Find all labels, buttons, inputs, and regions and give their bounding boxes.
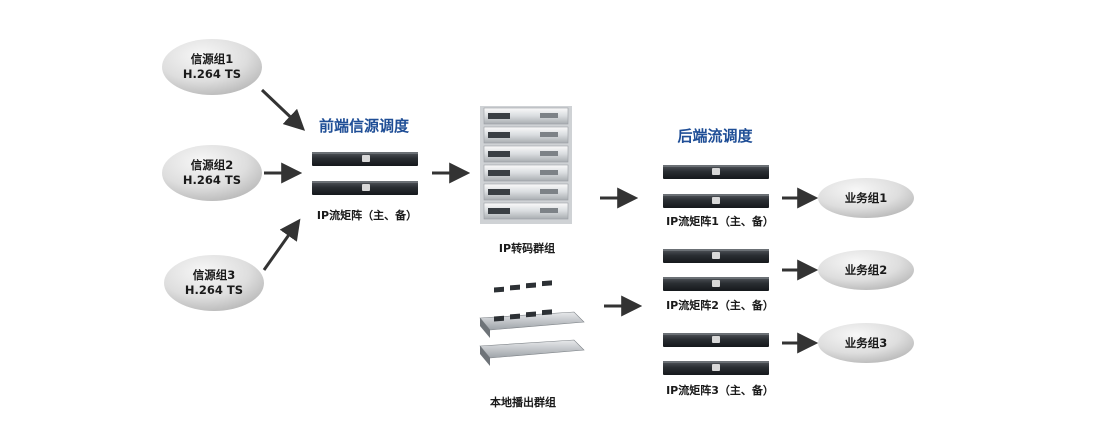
source-group-3: 信源组3 H.264 TS <box>164 255 264 311</box>
transcode-server-stack <box>480 106 572 224</box>
source-group-1-name: 信源组1 <box>191 52 234 66</box>
back-end-heading: 后端流调度 <box>677 127 753 145</box>
back-matrix-2-primary-server <box>663 249 769 263</box>
service-group-2-name: 业务组2 <box>845 263 888 277</box>
source-group-2-name: 信源组2 <box>191 158 234 172</box>
front-end-heading: 前端信源调度 <box>319 117 410 135</box>
playout-server-2 <box>479 309 585 366</box>
back-matrix-1-caption: IP流矩阵1（主、备） <box>666 214 774 228</box>
service-group-3-name: 业务组3 <box>845 336 888 350</box>
source-group-3-format: H.264 TS <box>185 283 243 297</box>
front-matrix-backup-server <box>312 181 418 195</box>
source-group-2: 信源组2 H.264 TS <box>162 145 262 201</box>
arrow-source1-to-front <box>260 88 306 131</box>
source-group-3-name: 信源组3 <box>193 268 236 282</box>
arrow-source3-to-front <box>262 218 301 271</box>
service-group-1-name: 业务组1 <box>845 191 888 205</box>
service-group-1: 业务组1 <box>818 178 914 218</box>
back-matrix-1-primary-server <box>663 165 769 179</box>
back-matrix-3-primary-server <box>663 333 769 347</box>
back-matrix-3-caption: IP流矩阵3（主、备） <box>666 383 774 397</box>
front-matrix-primary-server <box>312 152 418 166</box>
back-matrix-1-backup-server <box>663 194 769 208</box>
transcode-caption: IP转码群组 <box>499 241 555 255</box>
back-matrix-2-caption: IP流矩阵2（主、备） <box>666 298 774 312</box>
source-group-2-format: H.264 TS <box>183 173 241 187</box>
front-matrix-caption: IP流矩阵（主、备） <box>317 208 417 222</box>
playout-caption: 本地播出群组 <box>490 395 556 409</box>
back-matrix-3-backup-server <box>663 361 769 375</box>
playout-server-1 <box>479 280 585 338</box>
source-group-1: 信源组1 H.264 TS <box>162 39 262 95</box>
source-group-1-format: H.264 TS <box>183 67 241 81</box>
service-group-3: 业务组3 <box>818 323 914 363</box>
service-group-2: 业务组2 <box>818 250 914 290</box>
back-matrix-2-backup-server <box>663 277 769 291</box>
